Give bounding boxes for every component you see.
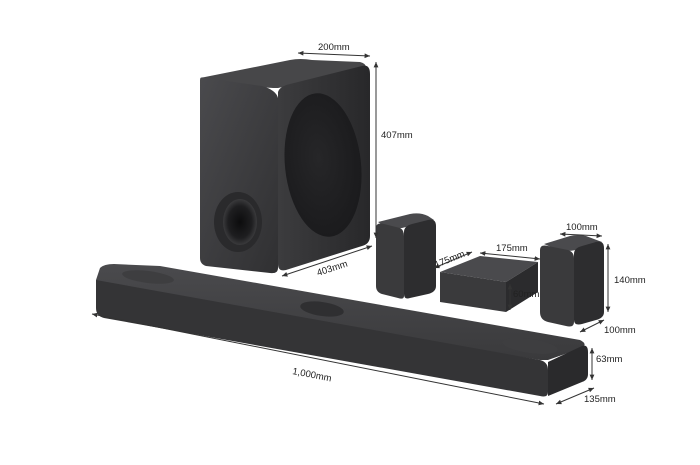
label-rear-depth: 100mm	[604, 325, 636, 336]
rear-speaker-left	[376, 213, 436, 299]
dim-line-soundbar-depth	[555, 387, 595, 405]
dim-line-subwoofer-depth	[281, 245, 373, 277]
receiver-front	[440, 272, 506, 312]
dim-line-subwoofer-width	[297, 50, 371, 59]
subwoofer-bass-port-inner	[223, 199, 257, 245]
subwoofer-top	[200, 59, 366, 88]
dim-line-receiver-width	[479, 251, 541, 261]
label-soundbar-depth: 135mm	[584, 394, 616, 405]
rear-right-side	[574, 241, 604, 325]
label-subwoofer-height: 407mm	[381, 130, 413, 141]
rear-left-front	[376, 223, 404, 299]
dim-line-rear-depth	[579, 319, 605, 333]
rear-left-side	[404, 219, 436, 299]
label-receiver-width: 175mm	[496, 243, 528, 254]
wireless-receiver	[440, 256, 538, 312]
dimension-lines	[91, 50, 611, 406]
receiver-side	[506, 262, 538, 312]
rear-speaker-right	[540, 235, 604, 327]
label-receiver-height: 60mm	[513, 289, 539, 300]
subwoofer-driver	[284, 93, 362, 237]
rear-right-top	[544, 235, 602, 251]
rear-right-front	[540, 245, 574, 327]
label-soundbar-width: 1,000mm	[291, 366, 332, 384]
label-rear-width: 100mm	[566, 222, 598, 233]
soundbar-left-upfiring-speaker	[122, 270, 174, 284]
label-subwoofer-depth: 403mm	[316, 259, 350, 279]
dim-line-rear-width	[559, 231, 603, 239]
soundbar-end	[548, 345, 588, 396]
dim-line-soundbar-width	[91, 312, 545, 406]
dim-line-receiver-depth	[433, 251, 473, 269]
label-subwoofer-width: 200mm	[318, 42, 350, 53]
label-rear-height: 140mm	[614, 275, 646, 286]
subwoofer	[200, 59, 370, 274]
label-soundbar-height: 63mm	[596, 354, 622, 365]
rear-left-top	[378, 213, 434, 229]
dimension-labels: 200mm 407mm 403mm 175mm 175mm 60mm 100mm…	[291, 42, 645, 405]
